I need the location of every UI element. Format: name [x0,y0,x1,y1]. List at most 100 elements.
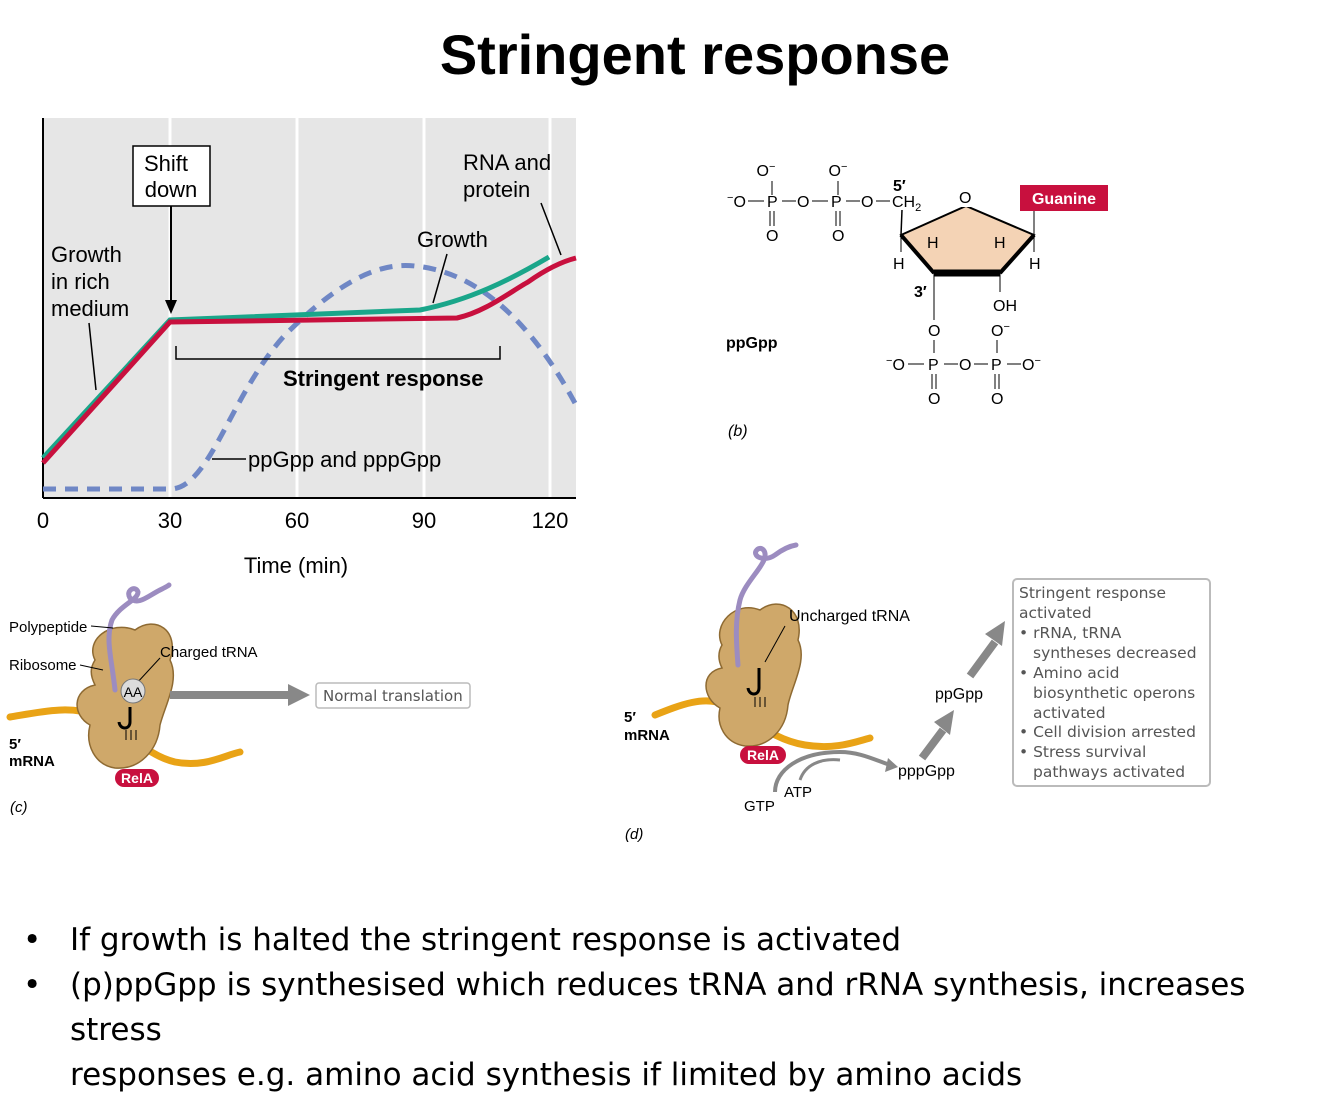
x-axis-label: Time (min) [244,553,348,578]
h-1: H [927,235,939,252]
polypeptide-chain [106,582,172,693]
rna-protein-label-1: RNA and [463,150,551,175]
panel-c-label: (c) [10,799,28,816]
o-3prime: O [928,323,940,340]
rela-label: RelA [121,770,153,786]
p-atom-4: P [991,357,1002,374]
amino-acid-circle [120,678,146,704]
growth-rich-label-3: medium [51,296,129,321]
panel-d-stringent-activation: Uncharged tRNA RelA 5′ mRNA GTP ATP pppG… [624,542,1211,843]
o-double-1: O [766,228,778,245]
bullet-marker: • [23,967,42,1003]
growth-curve [41,254,551,460]
ppgpp-structure: O− O− −O P O P O CH2 O O 5′ O H H H H 3′ [726,161,1108,440]
slide-title: Stringent response [439,23,951,86]
effects-line-7: activated [1033,704,1106,722]
shift-down-box [132,145,211,207]
shift-down-label-2: down [145,177,198,202]
o-minus-bottom-right: O− [1022,355,1041,374]
panel-d-label: (d) [625,826,643,843]
five-prime-label: 5′ [893,178,906,195]
mrna-label: mRNA [9,753,55,770]
bullet-text: If growth is halted the stringent respon… [70,922,902,958]
p-atom-1: P [767,194,778,211]
ppgpp-label: ppGpp [935,686,983,703]
effects-line-3: • rRNA, tRNA [1019,624,1122,642]
o-double-4: O [991,391,1003,408]
uncharged-trna-icon [746,668,761,696]
x-tick-0: 0 [37,508,49,533]
mrna-label: mRNA [624,727,670,744]
rna-protein-pointer [540,202,562,256]
o-minus-left: −O [727,192,746,211]
bullet-text: responses e.g. amino acid synthesis if l… [70,1057,1023,1093]
five-prime-label: 5′ [624,709,636,726]
oh-group: OH [993,298,1017,315]
ch2: CH2 [892,194,921,214]
h-3: H [893,256,905,273]
p-atom-3: P [928,357,939,374]
ppgpp-up-arrowhead [985,621,1005,646]
x-tick-60: 60 [285,508,309,533]
rela-badge [115,769,159,787]
effects-line-1: Stringent response [1019,584,1166,602]
o-minus-bottom-left: −O [886,355,905,374]
normal-translation-box [315,682,471,709]
uncharged-trna-label: Uncharged tRNA [789,608,910,625]
polypeptide-label: Polypeptide [9,619,87,636]
charged-trna-icon [117,707,132,730]
bullet-marker: • [23,922,42,958]
pppgpp-up-arrowhead [934,710,954,735]
o-double-2: O [832,228,844,245]
ppgpp-up-arrow [966,639,999,679]
panel-b-label: (b) [728,423,748,440]
ppgpp-pppgpp-label: ppGpp and pppGpp [248,447,441,472]
ribosome-body [705,603,802,747]
o-bridge-2: O [861,194,873,211]
o-minus-3: O− [991,321,1010,340]
h-2: H [994,235,1006,252]
growth-rich-label-2: in rich [51,269,110,294]
shift-down-arrowhead [165,300,177,314]
x-tick-120: 120 [532,508,569,533]
effects-line-2: activated [1019,604,1092,622]
pppgpp-up-arrow [918,727,947,761]
five-prime-label: 5′ [9,736,21,753]
effects-line-10: pathways activated [1033,763,1185,781]
o-double-3: O [928,391,940,408]
effects-line-9: • Stress survival [1019,743,1146,761]
atp-label: ATP [784,784,812,801]
molecule-name: ppGpp [726,335,778,352]
guanine-box [1020,185,1108,211]
stringent-effects-box [1012,578,1211,787]
x-tick-30: 30 [158,508,182,533]
o-bridge-3: O [959,357,971,374]
bullet-continuation: responses e.g. amino acid synthesis if l… [20,1053,1330,1098]
o-minus-1: O− [757,161,776,180]
growth-rich-pointer [88,322,97,391]
bullet-item: • (p)ppGpp is synthesised which reduces t… [20,963,1330,1053]
bullet-text: (p)ppGpp is synthesised which reduces tR… [70,967,1246,1048]
charged-trna-label: Charged tRNA [160,644,258,661]
guanine-label: Guanine [1032,191,1096,208]
gtp-label: GTP [744,798,775,815]
ring-oxygen: O [959,190,971,207]
rna-protein-curve [41,255,577,465]
normal-translation-label: Normal translation [323,687,463,705]
stringent-response-graph: Shift down RNA and protein Growth in ric… [37,118,579,578]
o-bridge-1: O [797,194,809,211]
rela-badge [740,746,786,764]
arrow-shaft [170,691,290,699]
rna-protein-label-2: protein [463,177,530,202]
arrow-head [288,684,310,706]
panel-c-normal-translation: AA RelA Polypeptide Ribosome Charged tRN… [6,582,471,816]
growth-label: Growth [417,227,488,252]
rela-label: RelA [747,747,779,763]
trna-stem [733,542,799,668]
gtp-arrow-curve [773,749,891,793]
p-atom-2: P [831,194,842,211]
effects-line-6: biosynthetic operons [1033,684,1195,702]
ribosome-label: Ribosome [9,657,77,674]
gtp-arrowhead [885,758,898,772]
h-4: H [1029,256,1041,273]
